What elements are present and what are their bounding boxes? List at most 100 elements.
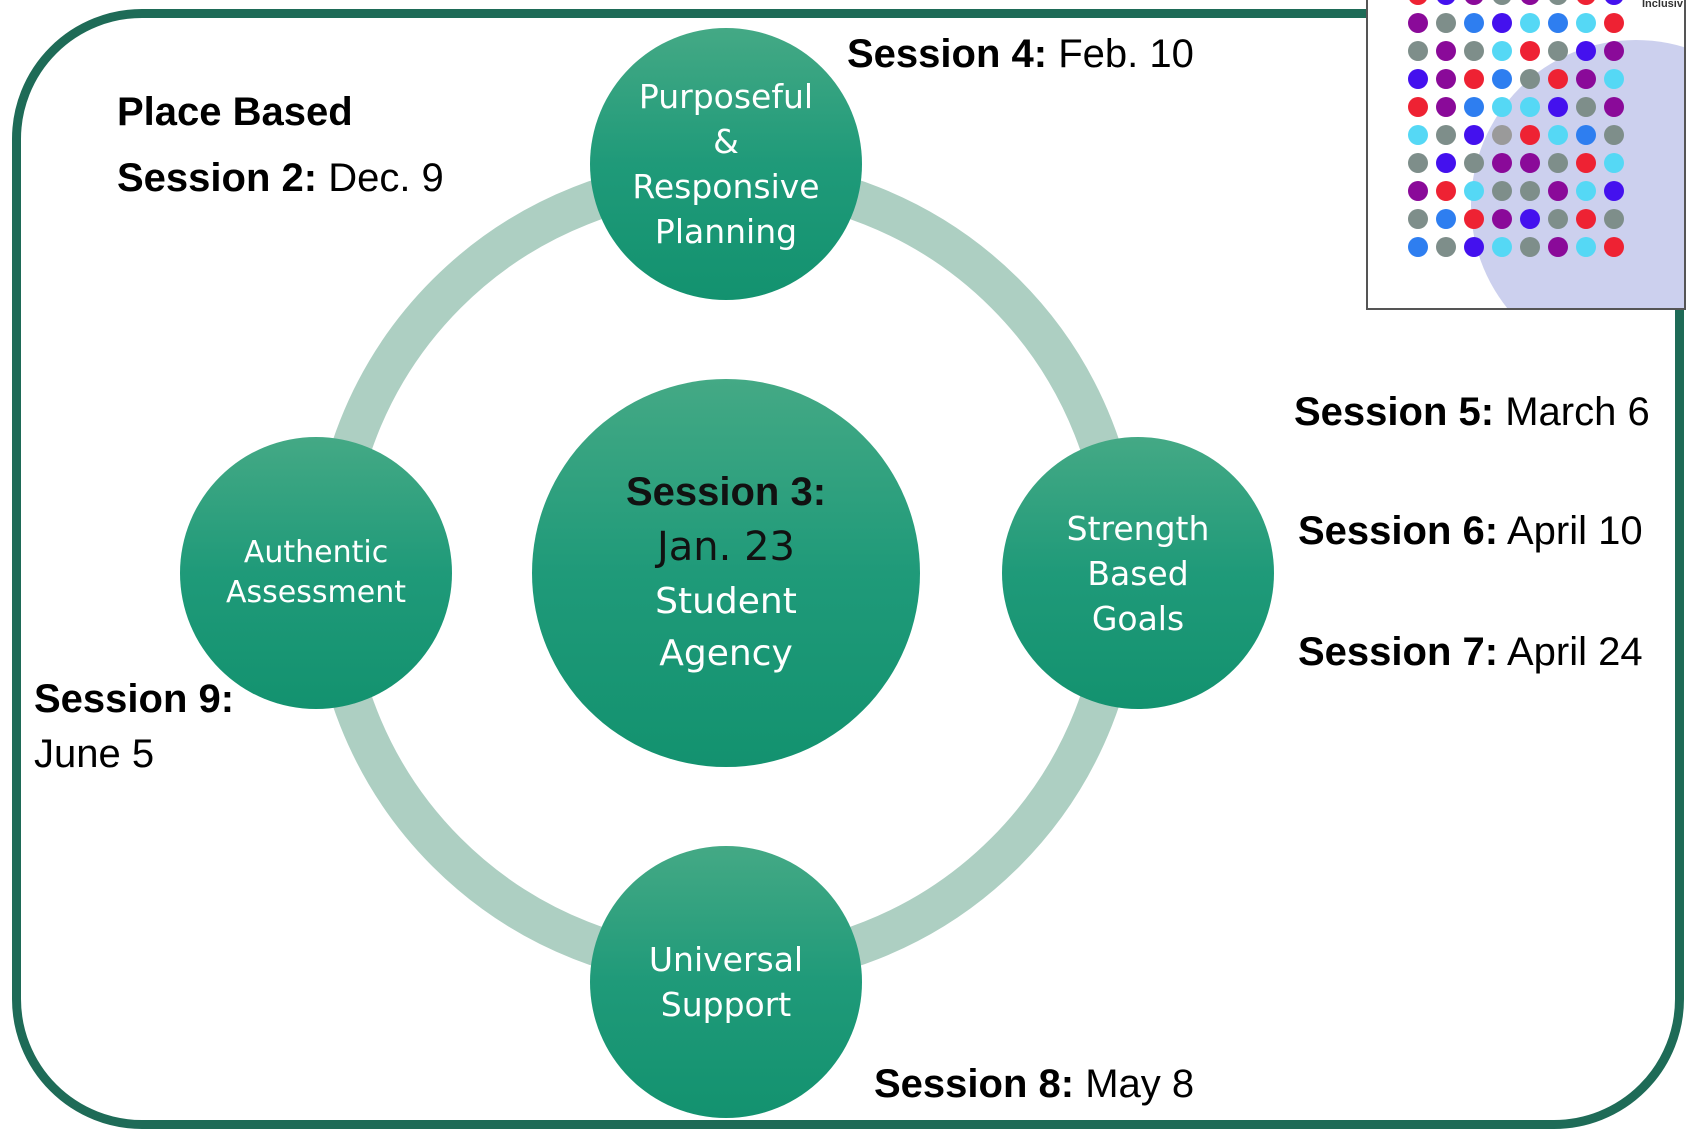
node-purposeful-planning: Purposeful & Responsive Planning — [590, 28, 862, 300]
logo-dot — [1520, 209, 1540, 229]
session-6-date: April 10 — [1498, 509, 1643, 553]
logo-dot — [1408, 181, 1428, 201]
center-session-date: Jan. 23 — [657, 524, 795, 570]
session-5-title: Session 5: — [1294, 390, 1495, 434]
logo-dot — [1464, 13, 1484, 33]
logo-dot — [1604, 0, 1624, 5]
session-2-title: Session 2: — [117, 156, 318, 200]
session-8-date: May 8 — [1074, 1062, 1195, 1106]
logo-dot — [1548, 125, 1568, 145]
logo-dot — [1492, 69, 1512, 89]
logo-dot — [1604, 41, 1624, 61]
session-7-title: Session 7: — [1298, 630, 1499, 674]
logo-dot — [1604, 209, 1624, 229]
node-universal-support: Universal Support — [590, 846, 862, 1118]
place-based-label: Place Based — [117, 89, 353, 135]
logo-dot — [1604, 97, 1624, 117]
place-based-text: Place Based — [117, 90, 353, 134]
logo-dot — [1548, 0, 1568, 5]
logo-dot — [1492, 97, 1512, 117]
session-2-label: Session 2: Dec. 9 — [117, 155, 444, 201]
node-top-line-3: Responsive — [632, 167, 820, 206]
session-7-date: April 24 — [1498, 630, 1643, 674]
session-9-label: Session 9: — [34, 676, 234, 722]
session-6-label: Session 6: April 10 — [1298, 508, 1643, 554]
logo-dot — [1604, 153, 1624, 173]
logo-dot — [1464, 69, 1484, 89]
logo-dot — [1520, 13, 1540, 33]
logo-dot — [1576, 0, 1596, 5]
node-bottom-line-2: Support — [660, 985, 792, 1024]
center-session-label: Session 3: — [625, 470, 827, 514]
node-right-line-1: Strength — [1066, 508, 1210, 548]
logo-dot — [1464, 97, 1484, 117]
logo-dot — [1520, 153, 1540, 173]
logo-dot — [1548, 209, 1568, 229]
logo-dot — [1408, 237, 1428, 257]
session-9-date: June 5 — [34, 732, 155, 776]
logo-dot — [1576, 97, 1596, 117]
session-4-label: Session 4: Feb. 10 — [847, 31, 1194, 77]
logo-dot — [1436, 237, 1456, 257]
logo-text: Inclusiv — [1642, 0, 1683, 10]
logo-dot — [1604, 69, 1624, 89]
logo-dot — [1576, 209, 1596, 229]
logo-dot — [1492, 209, 1512, 229]
logo-dot — [1464, 181, 1484, 201]
session-7-label: Session 7: April 24 — [1298, 629, 1643, 675]
logo-dot — [1576, 41, 1596, 61]
logo-dot — [1408, 13, 1428, 33]
logo-dot — [1492, 13, 1512, 33]
session-9-title: Session 9: — [34, 677, 235, 721]
logo-dot — [1576, 181, 1596, 201]
logo-dot — [1520, 0, 1540, 5]
logo-dot — [1548, 69, 1568, 89]
rounded-frame — [12, 9, 1684, 1129]
logo-dot — [1548, 181, 1568, 201]
node-left-line-1: Authentic — [243, 535, 389, 570]
node-top-line-4: Planning — [654, 212, 798, 251]
session-2-date: Dec. 9 — [317, 156, 444, 200]
session-8-label: Session 8: May 8 — [874, 1061, 1194, 1107]
logo-dot — [1436, 153, 1456, 173]
logo-dot — [1464, 209, 1484, 229]
logo-dot — [1436, 97, 1456, 117]
node-right-line-3: Goals — [1091, 598, 1185, 638]
logo-dot — [1436, 125, 1456, 145]
logo-dot-grid — [1408, 0, 1624, 257]
node-strength-based-goals: Strength Based Goals — [1002, 437, 1274, 709]
logo-dot — [1492, 41, 1512, 61]
session-5-label: Session 5: March 6 — [1294, 389, 1650, 435]
logo-dot — [1548, 153, 1568, 173]
center-node-student-agency: Session 3: Jan. 23 Student Agency — [532, 379, 920, 767]
session-9-date-label: June 5 — [34, 731, 154, 777]
logo-dot — [1492, 0, 1512, 5]
session-8-title: Session 8: — [874, 1062, 1075, 1106]
logo-dot — [1436, 69, 1456, 89]
logo-dot — [1548, 97, 1568, 117]
logo-dot — [1408, 41, 1428, 61]
logo-dot — [1548, 41, 1568, 61]
logo-dot — [1576, 237, 1596, 257]
logo-dot — [1576, 69, 1596, 89]
logo-dot — [1492, 125, 1512, 145]
node-bottom-line-1: Universal — [648, 940, 804, 979]
center-node-line-2: Agency — [659, 633, 793, 674]
logo-dot — [1464, 237, 1484, 257]
logo-dot — [1408, 125, 1428, 145]
logo-dot — [1436, 41, 1456, 61]
node-right-line-2: Based — [1087, 553, 1189, 593]
node-top-line-1: Purposeful — [638, 77, 814, 116]
logo-dot — [1408, 97, 1428, 117]
session-4-date: Feb. 10 — [1047, 32, 1194, 76]
logo-dot — [1548, 237, 1568, 257]
logo-dot — [1604, 125, 1624, 145]
node-left-line-2: Assessment — [226, 575, 406, 610]
logo-dot — [1604, 13, 1624, 33]
session-6-title: Session 6: — [1298, 509, 1499, 553]
node-top-line-2: & — [713, 122, 739, 161]
session-5-date: March 6 — [1494, 390, 1650, 434]
logo-dot — [1464, 41, 1484, 61]
logo-dot — [1408, 153, 1428, 173]
logo-dot — [1520, 181, 1540, 201]
